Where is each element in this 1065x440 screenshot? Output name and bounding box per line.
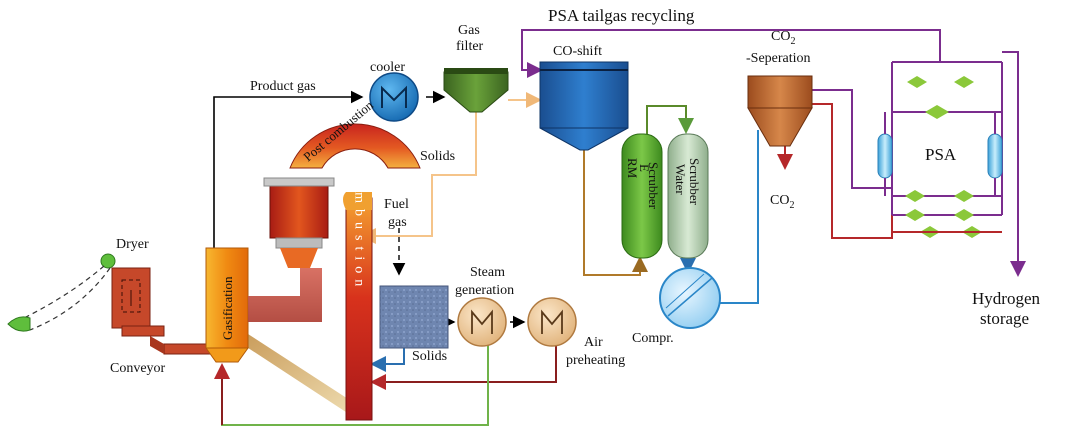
gasifier-combustion-pipe bbox=[248, 268, 322, 322]
co2-separation-label-2: -Seperation bbox=[746, 51, 811, 66]
combustion-column bbox=[343, 192, 373, 421]
psa-unit bbox=[877, 61, 1003, 238]
steam-generation-label-2: generation bbox=[455, 283, 514, 298]
fuel-gas-label-2: gas bbox=[388, 215, 407, 230]
separator-to-psa-purple bbox=[812, 89, 892, 189]
rme-label: RM bbox=[625, 158, 640, 179]
heat-exchanger-icon bbox=[471, 309, 493, 334]
separator-to-psa-line bbox=[812, 103, 893, 239]
solids-label-top: Solids bbox=[420, 149, 455, 164]
cooler bbox=[369, 72, 419, 122]
solids-box bbox=[379, 285, 449, 349]
air-to-combustion-line bbox=[370, 346, 557, 390]
post-combustion-vessel bbox=[263, 177, 335, 268]
conveyor-label: Conveyor bbox=[110, 361, 166, 376]
water-scrubber bbox=[667, 133, 709, 259]
valve-icon bbox=[954, 190, 974, 202]
gas-filter-label-2: filter bbox=[456, 39, 484, 54]
co2-separation-label: CO2 bbox=[771, 29, 795, 47]
valve-icon bbox=[925, 105, 949, 119]
heat-exchanger-icon bbox=[541, 309, 563, 334]
co2-separator bbox=[747, 75, 813, 147]
cooler-icon bbox=[369, 72, 419, 122]
water-scrubber-label: Scrubber bbox=[687, 158, 702, 206]
air-preheater bbox=[527, 297, 577, 347]
dryer-label: Dryer bbox=[116, 237, 149, 252]
compressor-to-separator-line bbox=[720, 130, 759, 304]
rme-scrubber bbox=[621, 133, 663, 259]
combustion-label: Combustion bbox=[352, 164, 367, 292]
fuel-gas-label: Fuel bbox=[384, 197, 409, 212]
gasification-label: Gasification bbox=[220, 276, 235, 340]
hydrogen-storage-label-2: storage bbox=[980, 309, 1029, 328]
valve-icon bbox=[905, 190, 925, 202]
rme-scrubber-label: Scrubber bbox=[646, 162, 661, 210]
co2-output-label: CO2 bbox=[770, 193, 794, 211]
psa-tailgas-label: PSA tailgas recycling bbox=[548, 6, 695, 25]
gas-filter-label: Gas bbox=[458, 23, 480, 38]
feed-nozzle-icon bbox=[7, 316, 31, 332]
air-preheating-label-2: preheating bbox=[566, 353, 625, 368]
tailgas-recycling-top bbox=[521, 29, 941, 78]
product-gas-line bbox=[213, 90, 364, 248]
valve-icon bbox=[954, 209, 974, 221]
product-gas-label: Product gas bbox=[250, 79, 316, 94]
dryer-icon bbox=[100, 253, 116, 269]
compressor-label: Compr. bbox=[632, 331, 674, 346]
shift-to-scrubber-line bbox=[583, 150, 648, 276]
rme-label-2: E bbox=[637, 164, 652, 172]
valve-icon bbox=[954, 76, 974, 88]
scrubber-link-line bbox=[646, 105, 694, 138]
compressor bbox=[659, 267, 721, 329]
psa-product-line bbox=[1002, 51, 1026, 277]
co-shift-reactor bbox=[539, 61, 629, 151]
gas-filter bbox=[443, 68, 509, 113]
cooler-label: cooler bbox=[370, 60, 405, 75]
psa-column-right bbox=[987, 133, 1003, 179]
gasifier bbox=[205, 247, 249, 363]
valve-icon bbox=[907, 76, 927, 88]
hydrogen-storage-label: Hydrogen bbox=[972, 289, 1040, 308]
bed-material-chute bbox=[236, 334, 362, 416]
psa-column-left bbox=[877, 133, 893, 179]
post-combustion-arc bbox=[289, 123, 421, 169]
solids-return-line bbox=[360, 112, 477, 244]
steam-generator bbox=[457, 297, 507, 347]
dryer-unit bbox=[7, 253, 151, 332]
solids-to-combustion-line bbox=[370, 348, 405, 372]
valve-icon bbox=[905, 209, 925, 221]
psa-label: PSA bbox=[925, 145, 957, 164]
air-preheating-label: Air bbox=[584, 335, 603, 350]
conveyor bbox=[121, 325, 211, 355]
steam-generation-label: Steam bbox=[470, 265, 505, 280]
water-label: Water bbox=[673, 164, 688, 195]
co-shift-label: CO-shift bbox=[553, 44, 602, 59]
solids-label-bottom: Solids bbox=[412, 349, 447, 364]
